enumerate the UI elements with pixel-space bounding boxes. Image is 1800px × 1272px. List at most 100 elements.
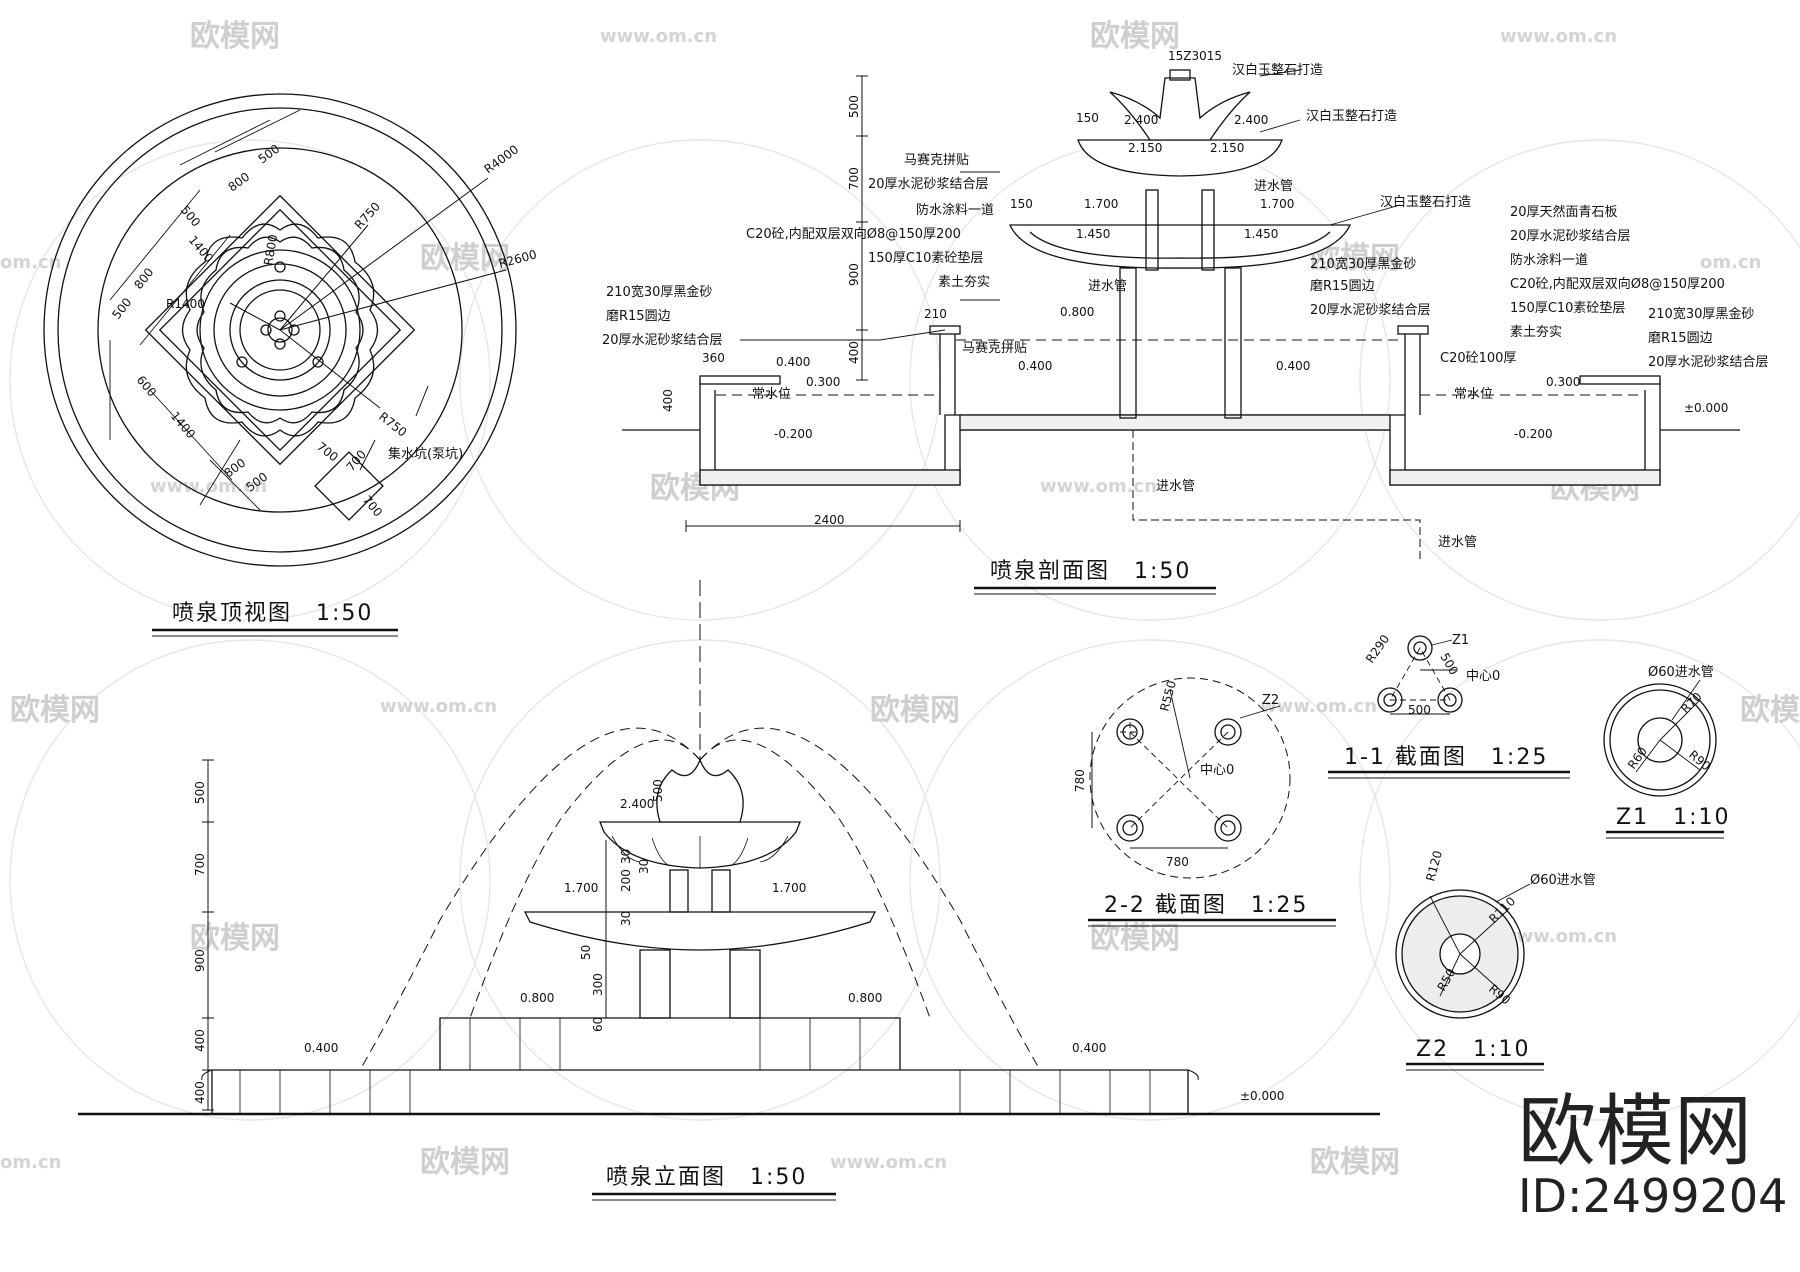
title-text: Z1 1:10 xyxy=(1616,805,1730,830)
center-label: 中心0 xyxy=(1466,669,1500,684)
watermark-url: www.om.cn xyxy=(830,1152,947,1173)
layer-note: C20砼,内配双层双向Ø8@150厚200 xyxy=(1510,276,1725,292)
coping-note: 20厚水泥砂浆结合层 xyxy=(1648,355,1769,370)
level-label: 2.150 xyxy=(1210,141,1244,155)
title-cut-1-1: 1-1 截面图 1:25 xyxy=(1328,745,1570,779)
level-label: 2.150 xyxy=(1128,141,1162,155)
z1-labels: Ø60进水管 R70 R90 R60 xyxy=(1625,665,1714,773)
level-label: 2.400 xyxy=(620,797,654,811)
coping-note: 210宽30厚黑金砂 xyxy=(1310,256,1416,272)
coping-note: 磨R15圆边 xyxy=(1648,331,1713,346)
watermark-brand: 欧模网 xyxy=(1090,19,1180,54)
layer-note: C20砼,内配双层双向Ø8@150厚200 xyxy=(746,226,961,242)
dim-label: 1400 xyxy=(186,233,216,265)
dim-label: 900 xyxy=(193,949,207,972)
level-label: -0.200 xyxy=(774,427,813,441)
layer-note: 素土夯实 xyxy=(938,275,990,290)
level-label: 2.400 xyxy=(1124,113,1158,127)
dim-label: 30 xyxy=(619,849,633,864)
watermark-url: www.om.cn xyxy=(380,696,497,717)
watermark-url: om.cn xyxy=(0,1152,61,1173)
watermark-brand: 欧模网 xyxy=(190,19,280,54)
dim-label: 700 xyxy=(344,447,369,474)
layer-note: 防水涂料一道 xyxy=(1510,252,1588,268)
watermark-arcs xyxy=(9,139,1800,1121)
section-view xyxy=(622,69,1740,560)
concrete-note: C20砼100厚 xyxy=(1440,351,1516,366)
layer-note: 防水涂料一道 xyxy=(916,202,994,218)
elevation-view xyxy=(78,580,1380,1116)
column-tag: Z2 xyxy=(1262,693,1279,708)
dim-label: 500 xyxy=(256,142,283,167)
radius-label: R1400 xyxy=(166,297,205,311)
water-level-label: 常水位 xyxy=(1454,387,1493,402)
level-label: -0.200 xyxy=(1514,427,1553,441)
layer-note: 20厚水泥砂浆结合层 xyxy=(868,177,989,192)
watermark-url: om.cn xyxy=(0,252,61,273)
level-label: ±0.000 xyxy=(1240,1089,1284,1103)
dim-label: 30 xyxy=(637,859,651,874)
pipe-label: Ø60进水管 xyxy=(1648,665,1714,680)
radius-label: R800 xyxy=(261,233,280,266)
z1-detail xyxy=(1603,679,1717,797)
inlet-label: 进水管 xyxy=(1438,535,1477,550)
dim-label: 400 xyxy=(193,1029,207,1052)
watermark-url: om.cn xyxy=(1700,252,1761,273)
title-text: Z2 1:10 xyxy=(1416,1037,1530,1062)
coping-note: 20厚水泥砂浆结合层 xyxy=(602,333,723,348)
watermark-brand: 欧模网 xyxy=(1310,1145,1400,1180)
watermark-url: www.om.cn xyxy=(1500,26,1617,47)
level-label: 2.400 xyxy=(1234,113,1268,127)
level-label: 0.800 xyxy=(520,991,554,1005)
dim-label: 500 xyxy=(847,95,861,118)
level-label: 1.700 xyxy=(1084,197,1118,211)
title-text: 喷泉顶视图 1:50 xyxy=(172,601,373,626)
layer-note: 素土夯实 xyxy=(1510,325,1562,340)
watermark-brand: 欧模网 xyxy=(1090,921,1180,956)
inlet-label: 进水管 xyxy=(1088,279,1127,294)
radius-label: R550 xyxy=(1157,679,1179,713)
title-top-view: 喷泉顶视图 1:50 xyxy=(152,601,398,637)
brand-logo-text: 欧模网 xyxy=(1518,1087,1752,1177)
dim-label: 2400 xyxy=(814,513,845,527)
level-label: 0.400 xyxy=(1018,359,1052,373)
level-label: 0.400 xyxy=(304,1041,338,1055)
level-label: 0.300 xyxy=(1546,375,1580,389)
dim-label: 900 xyxy=(847,263,861,286)
radius-label: R120 xyxy=(1423,849,1445,883)
z2-detail xyxy=(1395,883,1531,1019)
watermark-brand: 欧模网 xyxy=(1740,693,1800,728)
dim-label: 1400 xyxy=(168,409,198,441)
coping-note: 20厚水泥砂浆结合层 xyxy=(1310,303,1431,318)
dim-label: 360 xyxy=(702,351,725,365)
level-label: 1.700 xyxy=(1260,197,1294,211)
coping-note: 210宽30厚黑金砂 xyxy=(1648,306,1754,322)
dim-label: 800 xyxy=(226,170,253,195)
dim-label: 400 xyxy=(847,341,861,364)
dim-label: 500 xyxy=(178,203,203,230)
dim-label: 30 xyxy=(619,911,633,926)
radius-label: R4000 xyxy=(482,142,522,176)
layer-note: 150厚C10素砼垫层 xyxy=(868,250,983,266)
dim-label: 300 xyxy=(591,973,605,996)
dim-label: 780 xyxy=(1073,769,1087,792)
watermark-brand: 欧模网 xyxy=(420,241,510,276)
level-label: 0.800 xyxy=(848,991,882,1005)
dim-label: 700 xyxy=(360,493,385,520)
stone-note: 汉白玉整石打造 xyxy=(1232,62,1323,78)
layer-note: 20厚水泥砂浆结合层 xyxy=(1510,229,1631,244)
stone-note: 汉白玉整石打造 xyxy=(1380,194,1471,210)
level-label: 0.400 xyxy=(1276,359,1310,373)
dim-label: 500 xyxy=(651,779,665,802)
pipe-label: Ø60进水管 xyxy=(1530,873,1596,888)
cut-2-2-view xyxy=(1089,677,1291,879)
dim-label: 700 xyxy=(314,439,341,464)
dim-label: 500 xyxy=(1437,651,1461,678)
watermark-brand: 欧模网 xyxy=(870,693,960,728)
section-labels: 15Z3015 汉白玉整石打造 汉白玉整石打造 汉白玉整石打造 进水管 进水管 … xyxy=(602,49,1769,550)
dim-label: 400 xyxy=(193,1081,207,1104)
dim-label: 780 xyxy=(1166,855,1189,869)
level-label: 1.700 xyxy=(772,881,806,895)
inlet-label: 进水管 xyxy=(1156,479,1195,494)
level-label: 0.300 xyxy=(806,375,840,389)
